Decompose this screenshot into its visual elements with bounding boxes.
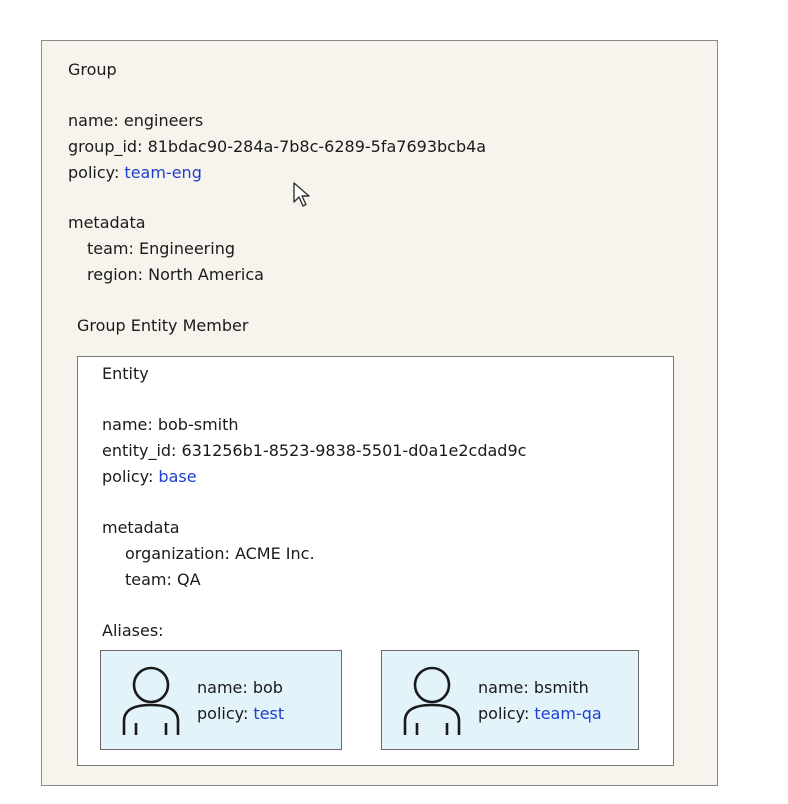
entity-name-value: bob-smith — [157, 415, 239, 434]
user-icon — [403, 666, 461, 735]
entity-id-value: 631256b1-8523-9838-5501-d0a1e2cdad9c — [181, 441, 527, 460]
entity-metadata-item: organization: ACME Inc. — [125, 543, 315, 565]
alias-card: name: bsmith policy: team-qa — [381, 650, 639, 750]
alias-policy-row: policy: test — [197, 703, 284, 725]
alias-policy-label: policy: — [197, 704, 249, 723]
group-metadata-item: region: North America — [87, 264, 264, 286]
group-heading: Group — [68, 60, 117, 79]
group-id-label: group_id: — [68, 137, 143, 156]
entity-heading: Entity — [102, 364, 149, 383]
user-icon — [122, 666, 180, 735]
entity-metadata-heading: metadata — [102, 518, 180, 537]
alias-card: name: bob policy: test — [100, 650, 342, 750]
entity-policy-label: policy: — [102, 467, 154, 486]
metadata-key: organization: — [125, 544, 230, 563]
metadata-value: Engineering — [139, 239, 235, 258]
mouse-pointer-icon — [293, 182, 310, 207]
entity-metadata-item: team: QA — [125, 569, 201, 591]
group-name-row: name: engineers — [68, 110, 203, 132]
group-policy-link[interactable]: team-eng — [124, 163, 202, 182]
entity-name-row: name: bob-smith — [102, 414, 239, 436]
metadata-value: North America — [148, 265, 264, 284]
entity-id-label: entity_id: — [102, 441, 177, 460]
metadata-key: region: — [87, 265, 143, 284]
entity-id-row: entity_id: 631256b1-8523-9838-5501-d0a1e… — [102, 440, 526, 462]
entity-policy-link[interactable]: base — [158, 467, 197, 486]
metadata-key: team: — [87, 239, 134, 258]
group-box: Group name: engineers group_id: 81bdac90… — [41, 40, 718, 786]
alias-name-row: name: bsmith — [478, 677, 602, 699]
group-entity-member-heading: Group Entity Member — [77, 316, 249, 335]
group-id-value: 81bdac90-284a-7b8c-6289-5fa7693bcb4a — [147, 137, 487, 156]
entity-box: Entity name: bob-smith entity_id: 631256… — [77, 356, 674, 766]
alias-name-value: bob — [252, 678, 283, 697]
alias-policy-link[interactable]: team-qa — [534, 704, 602, 723]
aliases-heading: Aliases: — [102, 621, 164, 640]
group-metadata-item: team: Engineering — [87, 238, 235, 260]
alias-name-label: name: — [478, 678, 529, 697]
group-policy-label: policy: — [68, 163, 120, 182]
alias-policy-link[interactable]: test — [253, 704, 285, 723]
metadata-value: QA — [177, 570, 201, 589]
alias-name-value: bsmith — [533, 678, 589, 697]
group-name-value: engineers — [123, 111, 204, 130]
alias-details: name: bsmith policy: team-qa — [478, 677, 602, 725]
entity-name-label: name: — [102, 415, 153, 434]
group-policy-row: policy: team-eng — [68, 162, 202, 184]
alias-policy-label: policy: — [478, 704, 530, 723]
metadata-value: ACME Inc. — [234, 544, 315, 563]
alias-name-row: name: bob — [197, 677, 284, 699]
group-id-row: group_id: 81bdac90-284a-7b8c-6289-5fa769… — [68, 136, 486, 158]
alias-details: name: bob policy: test — [197, 677, 284, 725]
group-name-label: name: — [68, 111, 119, 130]
alias-policy-row: policy: team-qa — [478, 703, 602, 725]
alias-name-label: name: — [197, 678, 248, 697]
entity-policy-row: policy: base — [102, 466, 197, 488]
metadata-key: team: — [125, 570, 172, 589]
group-metadata-heading: metadata — [68, 213, 146, 232]
